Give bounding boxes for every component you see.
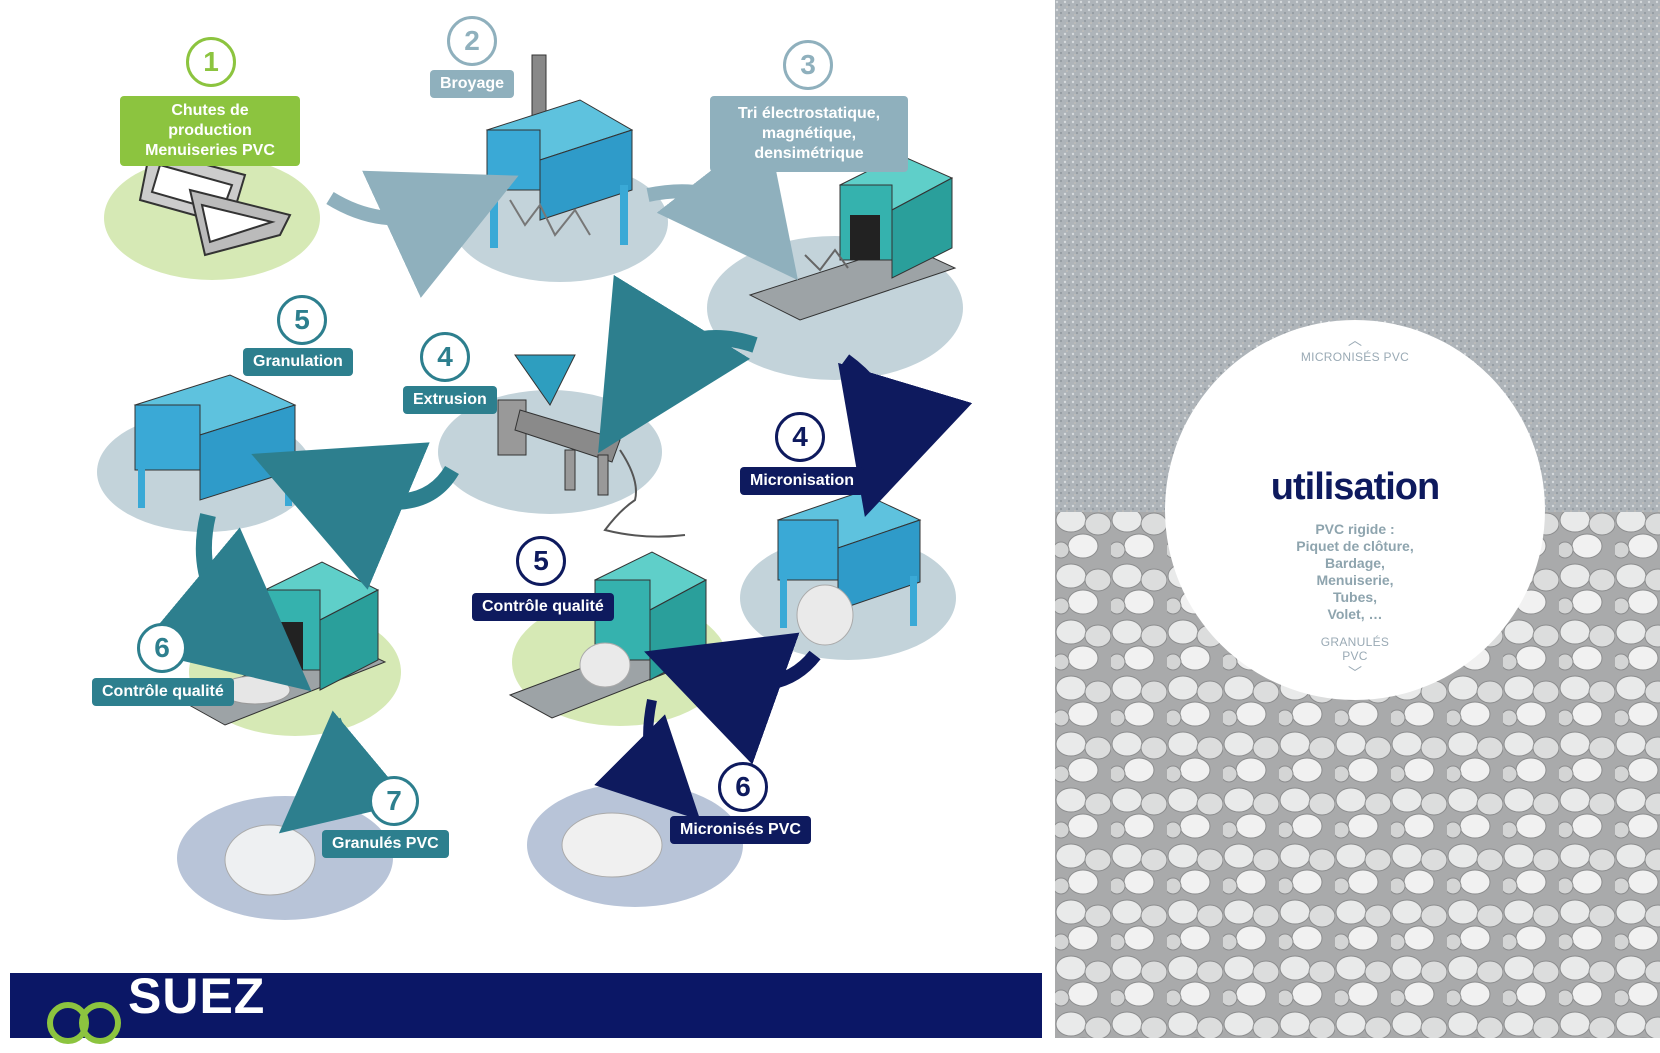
- step-6-qc-left-label: Contrôle qualité: [92, 678, 234, 706]
- step-4-micronisation-label: Micronisation: [740, 467, 865, 495]
- usage-description: PVC rigide : Piquet de clôture, Bardage,…: [1165, 521, 1545, 623]
- usage-line: Bardage,: [1325, 555, 1385, 571]
- step-5-granulation-label: Granulation: [243, 348, 353, 376]
- step-6-micronises-number: 6: [718, 762, 768, 812]
- step-6-qc-left-number: 6: [137, 623, 187, 673]
- arrow-qc-to-granules: [278, 710, 410, 834]
- arrow-micronisation-to-qc: [644, 632, 821, 765]
- step-2-number: 2: [447, 16, 497, 66]
- step-3-number: 3: [783, 40, 833, 90]
- usage-line: Volet, …: [1327, 606, 1383, 622]
- pvc-frames-illustration: [138, 148, 292, 257]
- usage-line: Piquet de clôture,: [1296, 538, 1414, 554]
- arrow-extrusion-to-granulation: [251, 442, 459, 590]
- extruder-illustration: [497, 354, 686, 538]
- usage-line: PVC rigide :: [1315, 521, 1395, 537]
- step-5-granulation-number: 5: [277, 295, 327, 345]
- step-5-qc-right-number: 5: [516, 536, 566, 586]
- step-1-number: 1: [186, 37, 236, 87]
- step-4-extrusion-label: Extrusion: [403, 386, 497, 414]
- sorting-conveyor-illustration: [748, 154, 957, 321]
- diagram-graphics: [97, 54, 973, 920]
- footer-bar: SUEZ: [10, 968, 1042, 1044]
- nav-micronises-link[interactable]: MICRONISÉS PVC: [1300, 350, 1410, 364]
- suez-logo-text: SUEZ: [128, 968, 266, 1024]
- suez-logo-icon: [47, 1002, 121, 1044]
- step-3-label: Tri électrostatique, magnétique, densimé…: [710, 96, 908, 172]
- arrow-3-to-extrusion: [598, 274, 758, 454]
- chevron-up-icon[interactable]: ︿: [1348, 332, 1362, 348]
- usage-title: utilisation: [1270, 466, 1440, 508]
- usage-line: Tubes,: [1332, 589, 1378, 605]
- granules-pile: [224, 824, 316, 896]
- arrow-qc-to-micronises: [594, 699, 701, 821]
- nav-granules-link[interactable]: GRANULÉS PVC: [1320, 635, 1390, 663]
- arrow-granulation-to-qc: [137, 513, 312, 692]
- step-1-label: Chutes de production Menuiseries PVC: [120, 96, 300, 166]
- photo-panel: ︿ MICRONISÉS PVC utilisation PVC rigide …: [1055, 0, 1660, 1038]
- step-4-micronisation-number: 4: [775, 412, 825, 462]
- step-7-granules-number: 7: [369, 776, 419, 826]
- step-5-qc-right-label: Contrôle qualité: [472, 593, 614, 621]
- usage-line: Menuiserie,: [1316, 572, 1394, 588]
- recycling-process-diagram: 1 Chutes de production Menuiseries PVC 2…: [92, 16, 973, 920]
- arrow-1-to-2: [326, 170, 519, 298]
- chevron-down-icon[interactable]: ﹀: [1348, 665, 1362, 681]
- usage-circle: ︿ MICRONISÉS PVC utilisation PVC rigide …: [1165, 320, 1545, 700]
- step-4-extrusion-number: 4: [420, 332, 470, 382]
- step-2-label: Broyage: [430, 70, 515, 98]
- arrow-3-to-micronisation: [838, 354, 973, 518]
- step-7-granules-label: Granulés PVC: [322, 830, 449, 858]
- micronises-pile: [561, 812, 663, 878]
- step-6-micronises-label: Micronisés PVC: [670, 816, 811, 844]
- arrow-2-to-3: [646, 126, 799, 281]
